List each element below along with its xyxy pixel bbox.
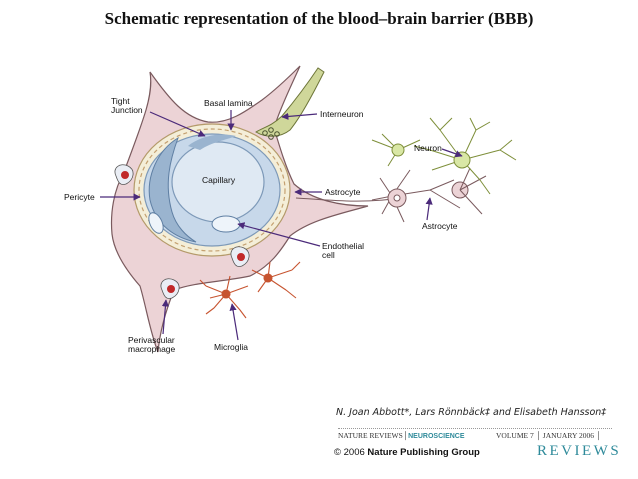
label-tight-junction-1: Tight <box>111 96 130 106</box>
endothelial-nucleus <box>211 215 241 233</box>
label-microglia: Microglia <box>214 342 248 352</box>
journal-line: NATURE REVIEWS│NEUROSCIENCE VOLUME 7 │ J… <box>338 428 612 442</box>
copyright-prefix: © 2006 <box>334 447 365 458</box>
label-astrocyte-left: Astrocyte <box>325 187 361 197</box>
label-perivascular-2: macrophage <box>128 344 176 354</box>
label-pericyte: Pericyte <box>64 192 95 202</box>
label-capillary: Capillary <box>202 175 236 185</box>
label-neuron: Neuron <box>414 143 442 153</box>
journal-neuroscience: NEUROSCIENCE <box>408 433 465 440</box>
journal-nature: NATURE REVIEWS <box>338 431 403 440</box>
label-endothelial-1: Endothelial <box>322 241 364 251</box>
label-astrocyte-right: Astrocyte <box>422 221 458 231</box>
microglia-cells <box>199 261 301 319</box>
author-line: N. Joan Abbott*, Lars Rönnbäck‡ and Elis… <box>336 407 607 418</box>
label-basal-lamina: Basal lamina <box>204 98 253 108</box>
perivascular-macrophage <box>160 246 250 299</box>
interneuron <box>255 67 325 137</box>
reviews-wordmark: REVIEWS <box>537 443 622 459</box>
figure-title: Schematic representation of the blood–br… <box>104 9 534 28</box>
pericyte-nucleus <box>148 212 164 234</box>
pericyte-cell <box>114 164 134 185</box>
copyright-line: © 2006 Nature Publishing Group <box>334 447 480 458</box>
label-tight-junction-2: Junction <box>111 105 143 115</box>
label-endothelial-2: cell <box>322 250 335 260</box>
label-arrows <box>100 110 463 341</box>
label-interneuron: Interneuron <box>320 109 364 119</box>
label-perivascular-1: Perivascular <box>128 335 175 345</box>
journal-volume: VOLUME 7 │ JANUARY 2006 │ <box>496 431 602 440</box>
pericyte-process <box>148 136 197 243</box>
astrocyte-right <box>371 167 487 223</box>
copyright-holder: Nature Publishing Group <box>367 447 480 458</box>
neuron-cell <box>371 117 517 195</box>
astrocyte-process <box>295 197 401 202</box>
